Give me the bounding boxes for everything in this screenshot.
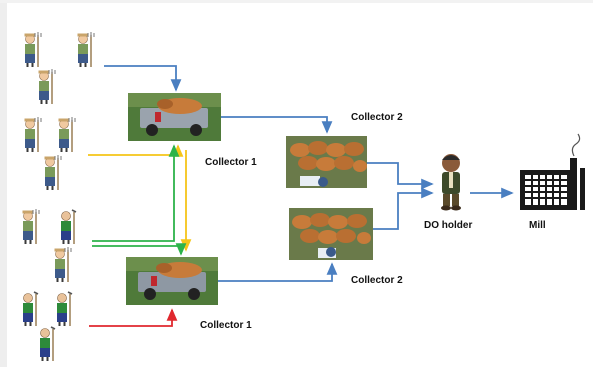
arrow-green-farmers-to-collector1-top xyxy=(92,144,180,242)
do-holder-label: DO holder xyxy=(424,220,473,231)
collector2-top-lorry-image xyxy=(286,136,367,188)
arrow-blue-collector2-bottom-to-do-holder xyxy=(373,187,434,230)
arrow-yellow-farmers-to-collector1-top xyxy=(88,144,184,157)
farmer-group-3 xyxy=(21,208,77,283)
arrow-blue-farmers-to-collector1-top xyxy=(104,65,182,92)
collector2-top-label: Collector 2 xyxy=(351,112,403,123)
farmer-group-1 xyxy=(23,31,95,105)
collector2-bottom-lorry-image xyxy=(289,208,373,260)
top-frame-strip xyxy=(0,0,593,3)
do-holder-figure xyxy=(441,154,461,211)
collector2-bottom-label: Collector 2 xyxy=(351,275,403,286)
farmer-group-4 xyxy=(22,291,73,362)
arrow-green-farmers-to-collector1-bottom xyxy=(92,243,187,256)
collector1-bottom-truck-image xyxy=(126,257,218,305)
arrow-red-farmers-to-collector1-bottom xyxy=(89,308,178,327)
arrow-blue-collector1-top-to-collector2-top xyxy=(221,116,333,134)
collector1-bottom-label: Collector 1 xyxy=(200,320,252,331)
collector1-top-truck-image xyxy=(128,93,221,141)
farmer-group-2 xyxy=(23,116,76,191)
mill-label: Mill xyxy=(529,220,546,231)
arrow-blue-collector2-top-to-do-holder xyxy=(367,162,434,190)
factory-icon xyxy=(520,133,585,210)
collector1-top-label: Collector 1 xyxy=(205,157,257,168)
left-frame-strip xyxy=(0,0,7,367)
arrow-blue-collector1-bottom-to-collector2-bottom xyxy=(218,262,338,282)
